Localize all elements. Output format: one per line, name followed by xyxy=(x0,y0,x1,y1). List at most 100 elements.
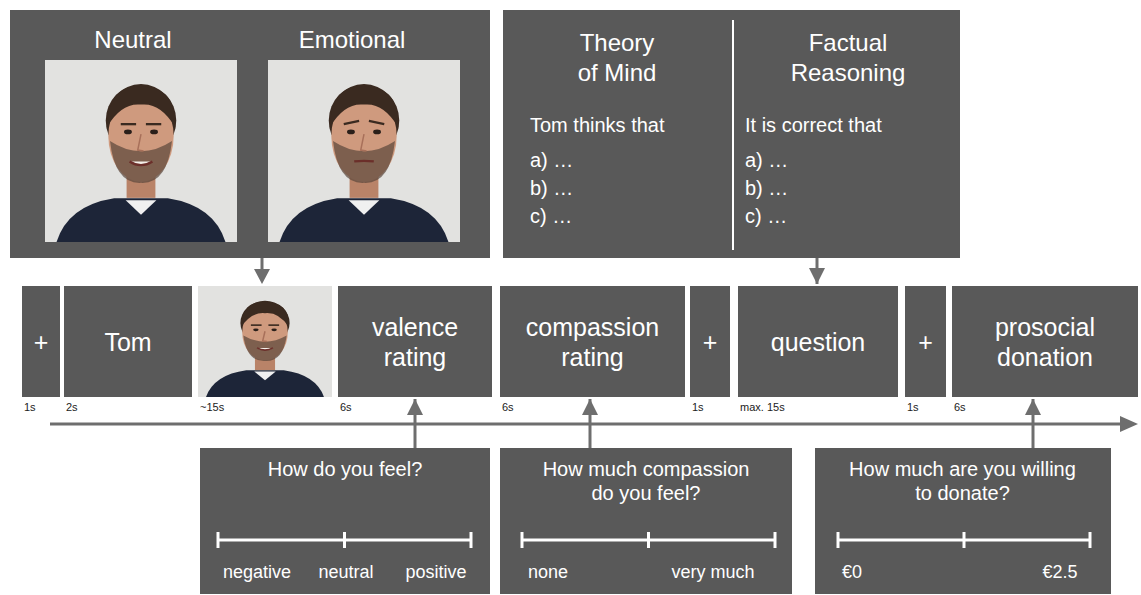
panel-text: Tom thinks that xyxy=(530,113,725,137)
nose xyxy=(361,134,367,151)
face-photo xyxy=(45,60,237,242)
duration-label: 1s xyxy=(24,401,36,413)
eye xyxy=(253,328,258,331)
photo-background xyxy=(45,60,237,242)
scale-tick xyxy=(837,532,840,548)
face-photo xyxy=(268,60,460,242)
panel-text: a) … xyxy=(530,148,725,172)
eye xyxy=(150,130,158,135)
nose xyxy=(263,331,267,341)
duration-label: 6s xyxy=(502,401,514,413)
photo-background xyxy=(268,60,460,242)
timeline-box: + xyxy=(690,286,730,397)
undershirt xyxy=(254,371,275,380)
duration-label: ~15s xyxy=(200,401,224,413)
duration-label: max. 15s xyxy=(740,401,785,413)
box-label: valence rating xyxy=(348,312,482,372)
leader-arrow xyxy=(261,258,264,270)
beard xyxy=(110,141,172,183)
undershirt xyxy=(349,200,380,215)
panel-graphics xyxy=(10,10,490,258)
panel-text: €0 xyxy=(827,562,877,584)
box-label: question xyxy=(771,327,866,357)
box-label: prosocial donation xyxy=(962,312,1128,372)
panel-text: €2.5 xyxy=(1030,562,1090,584)
duration-label: 2s xyxy=(66,401,78,413)
hair xyxy=(330,86,399,127)
box-label: Tom xyxy=(104,327,151,357)
timeline-box: question xyxy=(738,286,898,397)
duration-label: 1s xyxy=(907,401,919,413)
timeline-box: + xyxy=(22,286,60,397)
box-label: + xyxy=(703,327,718,357)
box-label: + xyxy=(918,327,933,357)
mouth xyxy=(354,160,374,163)
timeline-box: prosocial donation xyxy=(952,286,1138,397)
panel-text: neutral xyxy=(306,562,386,584)
box-label: compassion rating xyxy=(510,312,675,372)
panel-text: b) … xyxy=(745,176,950,200)
question-text: How much are you willing to donate? xyxy=(845,457,1080,505)
stimulus-panel: Theory of MindTom thinks thata) …b) …c) … xyxy=(503,10,960,258)
hair xyxy=(241,302,289,327)
undershirt xyxy=(126,200,157,215)
panel-text: none xyxy=(518,562,578,584)
panel-text: very much xyxy=(663,562,763,584)
panel-text: c) … xyxy=(530,204,725,228)
scale-tick xyxy=(963,532,966,548)
leader-arrowhead xyxy=(254,269,270,284)
beard xyxy=(333,141,395,183)
rating-box: How much are you willing to donate? €0 €2.… xyxy=(815,448,1111,594)
photo-background xyxy=(198,286,332,397)
panel-text: negative xyxy=(212,562,302,584)
scale-tick xyxy=(1089,532,1092,548)
panel-text: It is correct that xyxy=(745,113,950,137)
face-photo xyxy=(198,286,332,397)
eye xyxy=(373,130,381,135)
scale-tick xyxy=(343,532,346,548)
eyebrow xyxy=(121,123,136,125)
shirt xyxy=(206,370,324,397)
timeline-box: Tom xyxy=(64,286,192,397)
question-text: How do you feel? xyxy=(220,457,470,481)
panel-text: Emotional xyxy=(262,26,442,55)
scale-tick xyxy=(217,532,220,548)
eyebrow xyxy=(268,324,279,326)
connector-arrow xyxy=(1032,399,1035,448)
panel-text: b) … xyxy=(530,176,725,200)
divider-line xyxy=(732,20,734,250)
mouth xyxy=(130,161,153,165)
panel-text: positive xyxy=(396,562,476,584)
stimulus-panel: NeutralEmotional xyxy=(10,10,490,258)
panel-text: Factual Reasoning xyxy=(778,28,918,88)
timeline-box: compassion rating xyxy=(500,286,685,397)
eyebrow xyxy=(251,324,262,326)
eyebrow xyxy=(344,121,359,124)
timeline-arrowhead xyxy=(1120,416,1138,432)
hair xyxy=(107,86,176,127)
box-label: + xyxy=(34,327,49,357)
question-text: How much compassion do you feel? xyxy=(531,457,761,505)
scale-tick xyxy=(521,532,524,548)
connector-arrow xyxy=(589,399,592,448)
eye xyxy=(124,130,132,135)
mouth xyxy=(257,348,273,350)
panel-text: c) … xyxy=(745,204,950,228)
connector-arrow xyxy=(414,399,417,448)
timeline-axis xyxy=(50,423,1122,426)
rating-box: How much compassion do you feel? none very… xyxy=(500,448,792,594)
duration-label: 1s xyxy=(692,401,704,413)
eye xyxy=(271,328,276,331)
shirt xyxy=(280,198,449,242)
timeline-box: valence rating xyxy=(338,286,492,397)
eyebrow xyxy=(146,123,161,125)
eye xyxy=(347,130,355,135)
shirt xyxy=(57,198,226,242)
rating-box: How do you feel? negativeneutral positive xyxy=(200,448,490,594)
scale-tick xyxy=(774,532,777,548)
duration-label: 6s xyxy=(340,401,352,413)
scale-tick xyxy=(470,532,473,548)
eyebrow xyxy=(369,121,384,124)
panel-text: a) … xyxy=(745,148,950,172)
